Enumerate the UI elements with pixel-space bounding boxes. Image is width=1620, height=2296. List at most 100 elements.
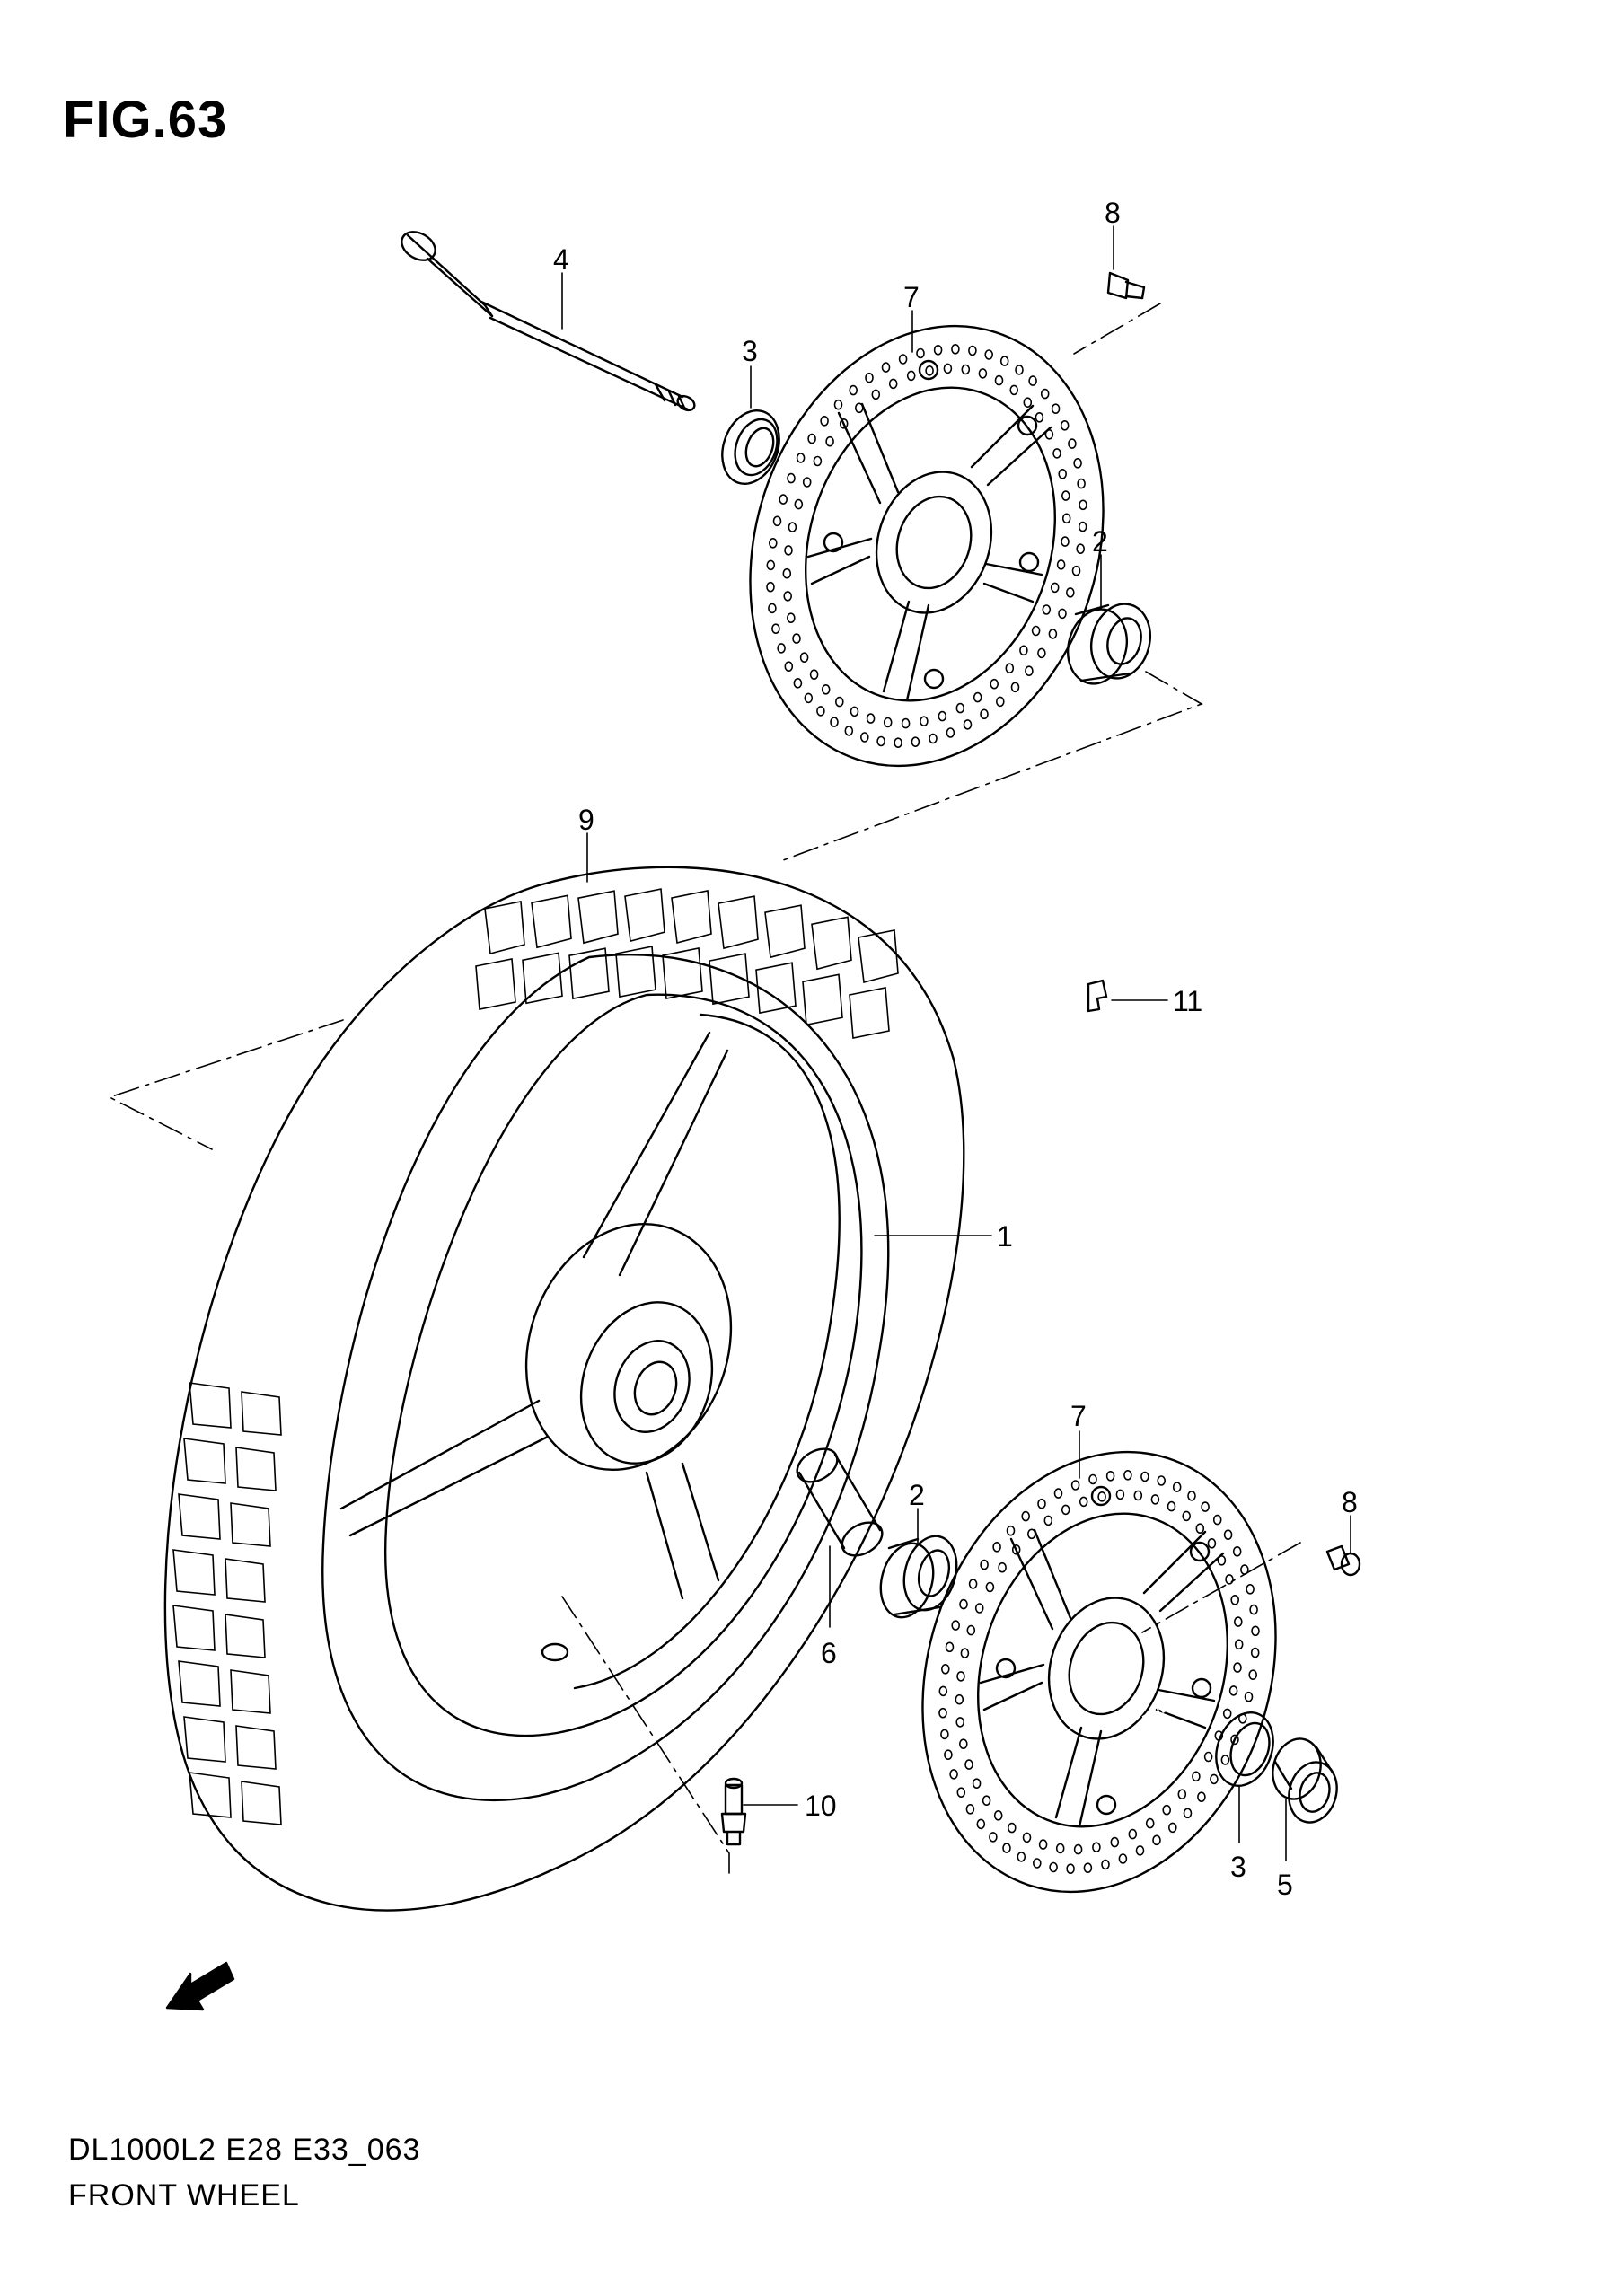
callout-3-lower[interactable]: 3	[1230, 1851, 1246, 1883]
front-wheel-assembly-part[interactable]	[163, 866, 965, 1912]
vent-hole	[1049, 1861, 1058, 1873]
vent-hole	[1037, 1498, 1046, 1509]
tread-block	[235, 1725, 277, 1770]
bearing-upper-part[interactable]	[1060, 597, 1158, 691]
vent-hole	[1066, 1863, 1075, 1874]
vent-hole	[974, 1603, 984, 1614]
vent-hole	[1088, 1473, 1097, 1485]
vent-hole	[949, 1769, 958, 1780]
vent-hole	[1006, 1525, 1016, 1536]
vent-hole	[1019, 645, 1028, 656]
callout-8-lower[interactable]: 8	[1342, 1486, 1358, 1518]
vent-hole	[938, 1707, 947, 1719]
vent-hole	[1015, 365, 1024, 375]
vent-hole	[1061, 536, 1070, 547]
disc-bolt-lower-part[interactable]	[1325, 1544, 1361, 1577]
vent-hole	[1010, 682, 1020, 693]
callout-6[interactable]: 6	[821, 1637, 837, 1669]
vent-hole	[768, 537, 778, 549]
vent-hole	[966, 1624, 976, 1636]
oil-seal-lower-part[interactable]	[1206, 1704, 1282, 1793]
vent-hole	[833, 399, 843, 410]
vent-hole	[1027, 1528, 1036, 1540]
vent-hole	[964, 1759, 973, 1770]
vent-hole	[1177, 1789, 1187, 1799]
vent-hole	[1051, 403, 1061, 415]
callout-2-lower[interactable]: 2	[909, 1479, 925, 1511]
vent-hole	[1172, 1482, 1182, 1492]
vent-hole	[792, 633, 801, 644]
callout-4[interactable]: 4	[553, 243, 569, 276]
tread-block	[624, 888, 665, 943]
vent-hole	[1042, 604, 1052, 615]
vent-hole	[944, 1749, 953, 1760]
vent-hole	[786, 612, 796, 624]
vent-hole	[1077, 478, 1086, 489]
disc-bolt-upper-part[interactable]	[1106, 271, 1146, 300]
vent-hole	[940, 1729, 949, 1740]
vent-hole	[1228, 1685, 1238, 1696]
vent-hole	[965, 1804, 975, 1815]
tread-block	[709, 953, 750, 1006]
forward-direction-arrow: FWD	[165, 1699, 1172, 2011]
vent-hole	[1092, 1842, 1101, 1852]
wheel-spacer-part[interactable]	[791, 1442, 888, 1562]
front-axle-part[interactable]	[397, 226, 697, 413]
brake-disc-lower-part[interactable]	[867, 1406, 1331, 1939]
vent-hole	[1220, 1755, 1230, 1765]
vent-hole	[955, 702, 965, 714]
vent-hole	[1123, 1470, 1132, 1481]
vent-hole	[1068, 438, 1077, 449]
callout-5[interactable]: 5	[1277, 1869, 1293, 1901]
tread-block	[764, 904, 806, 959]
vent-hole	[1110, 1836, 1120, 1848]
callout-numbers: 8 7 3 4 2 9 11 1 7 2 8 6 10 3 5	[553, 197, 1358, 1901]
vent-hole	[793, 677, 803, 689]
vent-hole	[929, 733, 938, 744]
vent-hole	[992, 1542, 1001, 1553]
callout-3-upper[interactable]: 3	[742, 335, 758, 367]
brake-disc-upper-part[interactable]	[695, 280, 1158, 813]
vent-hole	[963, 719, 973, 730]
vent-hole	[1234, 1616, 1243, 1627]
callout-2-upper[interactable]: 2	[1092, 525, 1108, 558]
vent-hole	[816, 706, 825, 717]
vent-hole	[1009, 384, 1018, 396]
vent-hole	[1128, 1828, 1138, 1840]
vent-hole	[898, 354, 908, 365]
vent-hole	[866, 713, 876, 724]
vent-hole	[938, 1685, 948, 1697]
fwd-label: FWD	[1140, 1699, 1172, 1726]
tire-valve-part[interactable]	[720, 1777, 747, 1846]
vent-hole	[1038, 1839, 1048, 1850]
balance-weight-clip-part[interactable]	[1087, 979, 1108, 1013]
vent-hole	[876, 735, 885, 747]
callout-11[interactable]: 11	[1173, 985, 1202, 1017]
vent-hole	[1187, 1491, 1196, 1501]
callout-1[interactable]: 1	[997, 1220, 1013, 1253]
vent-hole	[996, 696, 1005, 708]
callout-7-upper[interactable]: 7	[903, 281, 920, 313]
vent-hole	[998, 1561, 1007, 1573]
vent-hole	[1079, 499, 1087, 511]
callout-8-upper[interactable]: 8	[1105, 197, 1121, 229]
collar-part[interactable]	[1266, 1733, 1343, 1827]
vent-hole	[1244, 1691, 1254, 1702]
vent-hole	[1058, 468, 1067, 479]
vent-hole	[766, 581, 775, 593]
vent-hole	[943, 363, 953, 374]
callout-10[interactable]: 10	[805, 1790, 837, 1822]
vent-hole	[1248, 1669, 1257, 1680]
oil-seal-upper-part[interactable]	[712, 402, 788, 491]
callout-9[interactable]: 9	[578, 804, 594, 836]
vent-hole	[960, 1648, 970, 1658]
vent-hole	[1052, 448, 1061, 459]
vent-hole	[933, 344, 943, 356]
vent-hole	[1043, 1515, 1053, 1526]
bearing-lower-part[interactable]	[873, 1530, 964, 1623]
tread-block	[577, 890, 619, 945]
vent-hole	[839, 418, 849, 429]
vent-hole	[1230, 1734, 1239, 1746]
callout-7-lower[interactable]: 7	[1070, 1400, 1087, 1432]
